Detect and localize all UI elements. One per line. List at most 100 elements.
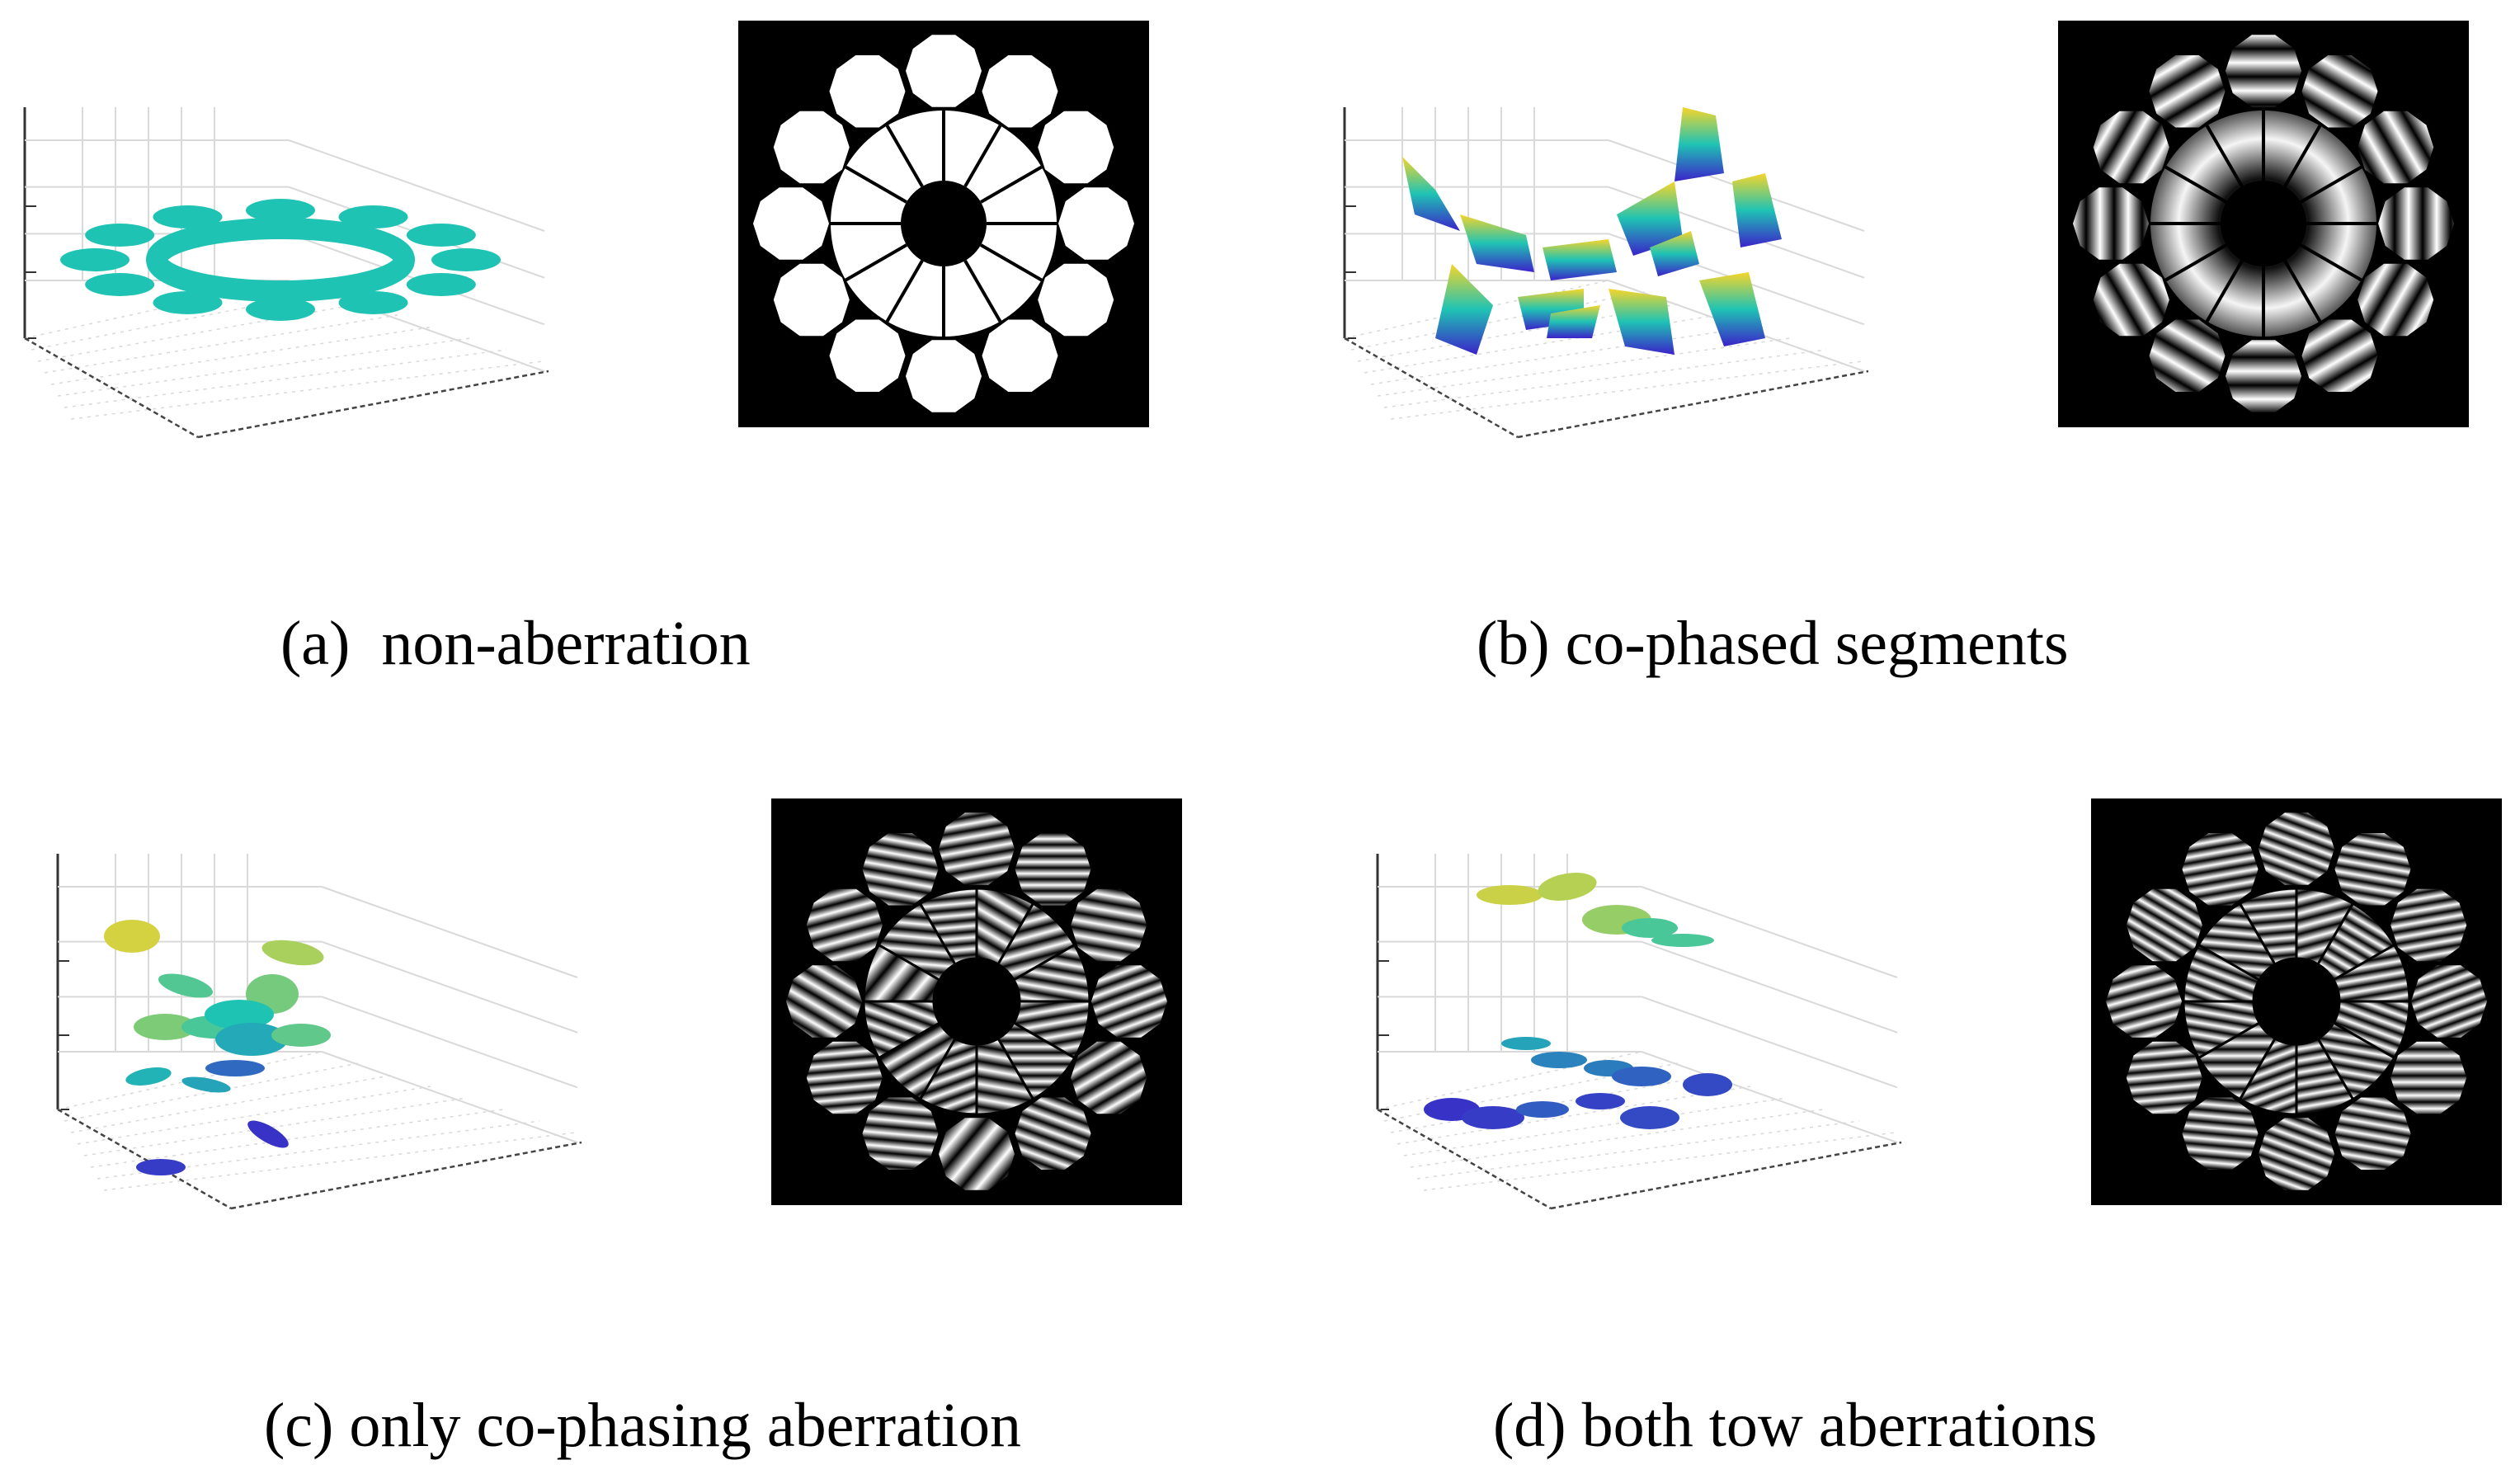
outer-segment — [2378, 187, 2454, 260]
mirror-segment — [1516, 1101, 1569, 1118]
outer-segment — [829, 55, 906, 128]
outer-segment — [939, 1118, 1015, 1190]
surface-patch — [1675, 107, 1724, 181]
segment-gap — [2300, 243, 2362, 282]
panel-c-caption: (c) only co-phasing aberration — [264, 1391, 1021, 1460]
outer-segment — [753, 187, 829, 260]
outer-segment — [806, 888, 883, 962]
outer-segment — [2411, 965, 2487, 1038]
outer-segment — [246, 298, 315, 321]
saddle-surface — [1402, 107, 1782, 355]
inner-ring-segments — [146, 218, 415, 302]
panel-a-aperture-image — [738, 21, 1149, 427]
outer-segment — [786, 965, 862, 1038]
mirror-segment — [1501, 1037, 1551, 1050]
interferogram — [786, 813, 1167, 1190]
outer-segment — [982, 319, 1058, 392]
outer-segment — [862, 833, 939, 906]
outer-segment — [906, 35, 982, 107]
outer-segment — [1071, 1041, 1147, 1114]
outer-segment — [2334, 1097, 2411, 1170]
outer-segment — [2301, 55, 2378, 128]
panel-d-caption: (d) both tow aberrations — [1493, 1391, 2098, 1460]
interferogram — [2106, 813, 2487, 1190]
surface-patch — [1460, 214, 1534, 272]
segment-gap — [980, 243, 1043, 282]
segment-gap — [2205, 260, 2244, 323]
outer-segment — [2357, 111, 2434, 184]
outer-segment — [2301, 319, 2378, 392]
outer-segment — [2073, 187, 2149, 260]
outer-segment — [338, 290, 408, 314]
outer-segment — [60, 248, 130, 271]
outer-segment — [2126, 888, 2202, 962]
mirror-segment — [1612, 1067, 1671, 1086]
mirror-segment — [205, 1060, 265, 1076]
outer-segment — [85, 273, 155, 296]
panel-a-caption: (a) non-aberration — [280, 609, 751, 678]
flat-segment-layer — [60, 199, 501, 321]
mirror-segment — [104, 920, 160, 953]
segment-gap — [845, 243, 907, 282]
outer-segment — [406, 224, 476, 247]
panel-b-3d-surface-plot — [1336, 91, 1881, 478]
outer-segment — [2357, 263, 2434, 337]
outer-segment — [431, 248, 501, 271]
outer-segment — [862, 1097, 939, 1170]
outer-segment — [85, 224, 155, 247]
outer-segment — [2093, 263, 2169, 337]
axes-frame — [1376, 854, 1902, 1210]
outer-segment — [153, 290, 223, 314]
outer-segment — [153, 205, 223, 229]
segment-gap — [2164, 165, 2227, 204]
mirror-segment — [1462, 1106, 1524, 1129]
outer-segment — [2149, 55, 2226, 128]
outer-segment — [1015, 833, 1091, 906]
mirror-segment — [271, 1024, 331, 1047]
outer-segment — [2390, 1041, 2467, 1114]
segment-gap — [2300, 165, 2362, 204]
surface-patch — [1402, 157, 1460, 231]
outer-segment — [2182, 1097, 2259, 1170]
mirror-segment — [1538, 873, 1597, 901]
segment-gap — [963, 125, 1002, 187]
outer-segment — [1071, 888, 1147, 962]
outer-segment — [906, 340, 982, 412]
outer-segment — [1038, 263, 1114, 337]
segment-patches — [104, 920, 331, 1175]
outer-segment — [2226, 340, 2301, 412]
outer-segment — [2226, 35, 2301, 107]
outer-segment — [806, 1041, 883, 1114]
outer-segment — [2259, 813, 2334, 885]
mirror-segment — [1477, 885, 1543, 905]
segment-gap — [2164, 243, 2227, 282]
mirror-segment — [1620, 1106, 1679, 1129]
outer-segment — [2106, 965, 2182, 1038]
segment-gap — [885, 125, 924, 187]
surface-patch — [1435, 264, 1493, 355]
outer-segment — [338, 205, 408, 229]
mirror-segment — [158, 973, 213, 998]
outer-segment — [246, 199, 315, 222]
surface-patch — [1650, 231, 1699, 276]
surface-patch — [1699, 272, 1765, 346]
outer-segment — [406, 273, 476, 296]
panel-b-interferogram-image — [2058, 21, 2469, 427]
segment-gap — [963, 260, 1002, 323]
outer-segment — [939, 813, 1015, 885]
outer-segment — [773, 111, 850, 184]
mirror-segment — [1576, 1093, 1625, 1109]
mirror-segment — [205, 1000, 274, 1029]
mirror-segment — [261, 940, 324, 966]
aperture-mask — [753, 35, 1134, 412]
surface-patch — [1543, 239, 1617, 280]
outer-segment — [829, 319, 906, 392]
outer-segment — [1091, 965, 1167, 1038]
segment-gap — [980, 165, 1043, 204]
segment-gap — [845, 165, 907, 204]
segment-gap — [2205, 125, 2244, 187]
outer-segment — [1058, 187, 1134, 260]
outer-segment — [773, 263, 850, 337]
outer-segment — [2334, 833, 2411, 906]
outer-segment — [982, 55, 1058, 128]
